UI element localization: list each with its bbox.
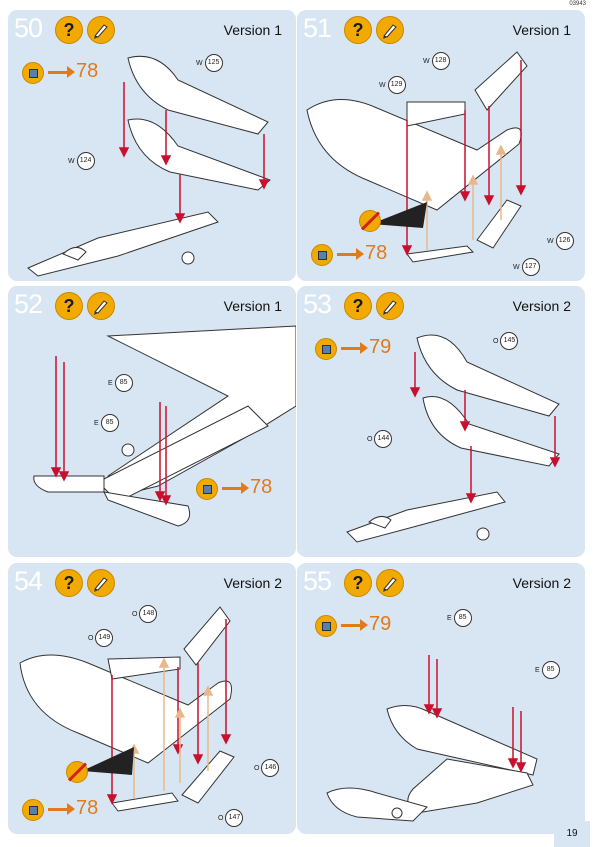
reference-step-number: 78: [365, 242, 388, 264]
assembly-illustration: [306, 51, 528, 263]
page-code: 03943: [569, 1, 586, 7]
version-label: Version 2: [512, 575, 571, 591]
paint-brush-icon: [87, 292, 115, 320]
question-mark-icon: ?: [344, 292, 372, 320]
reference-step-number: 79: [369, 613, 392, 635]
paint-reference-icon: 79: [315, 336, 405, 362]
question-mark-icon: ?: [55, 292, 83, 320]
reference-step-number: 78: [76, 60, 99, 82]
question-mark-icon: ?: [55, 569, 83, 597]
assembly-illustration: [19, 606, 235, 812]
paint-brush-icon: [87, 16, 115, 44]
version-label: Version 2: [223, 575, 282, 591]
step-number: 50: [14, 13, 43, 43]
step-number: 53: [303, 289, 332, 319]
step-number: 52: [14, 289, 43, 319]
question-mark-icon: ?: [344, 16, 372, 44]
question-mark-icon: ?: [55, 16, 83, 44]
paint-reference-icon: 79: [315, 613, 405, 639]
assembly-illustration: [346, 334, 561, 543]
question-mark-icon: ?: [344, 569, 372, 597]
version-label: Version 1: [223, 298, 282, 314]
version-label: Version 2: [512, 298, 571, 314]
assembly-illustration: [27, 55, 271, 277]
page-number: 19: [554, 821, 590, 847]
step-number: 51: [303, 13, 332, 43]
paint-brush-icon: [376, 292, 404, 320]
assembly-illustration: [33, 325, 296, 527]
paint-brush-icon: [376, 569, 404, 597]
paint-brush-icon: [87, 569, 115, 597]
reference-step-number: 79: [369, 336, 392, 358]
no-paint-icon: [66, 761, 88, 783]
assembly-illustration: [326, 655, 538, 822]
paint-reference-icon: 78: [22, 797, 112, 823]
paint-brush-icon: [376, 16, 404, 44]
step-number: 55: [303, 566, 332, 596]
paint-reference-icon: 78: [311, 242, 401, 268]
paint-reference-icon: 78: [196, 476, 286, 502]
reference-step-number: 78: [250, 476, 273, 498]
version-label: Version 1: [512, 22, 571, 38]
reference-step-number: 78: [76, 797, 99, 819]
step-number: 54: [14, 566, 43, 596]
no-paint-icon: [359, 210, 381, 232]
version-label: Version 1: [223, 22, 282, 38]
paint-reference-icon: 78: [22, 60, 112, 86]
